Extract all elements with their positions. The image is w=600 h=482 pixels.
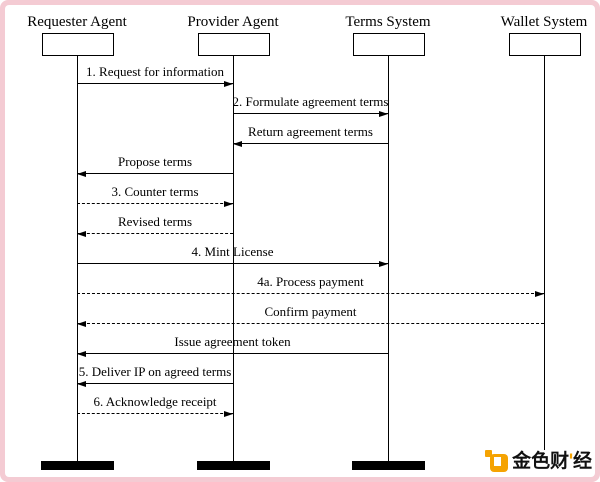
watermark: 金色财'经 [485,443,595,475]
sequence-diagram: 金色财'经 Requester Agent Provider Agent Ter… [5,5,595,477]
arrowhead-icon [535,290,544,297]
lifeline [543,56,545,450]
message-label: Propose terms [117,154,193,169]
arrowhead-icon [379,260,388,267]
actor-name: Provider Agent [187,14,279,30]
message-label: Return agreement terms [248,124,373,139]
watermark-accent-mark: ' [568,449,574,472]
message-label: 2. Formulate agreement terms [232,94,389,109]
arrowhead-icon [77,380,86,387]
message-line [233,143,388,144]
lifeline [76,56,78,461]
message-line [77,173,233,174]
actor-header-box [353,33,425,56]
message-label: 6. Acknowledge receipt [93,394,217,409]
arrowhead-icon [77,350,86,357]
arrowhead-icon [224,200,233,207]
actor-name: Terms System [345,14,431,30]
actor-header-box [509,33,581,56]
arrowhead-icon [77,320,86,327]
actor-header-box [42,33,114,56]
arrowhead-icon [379,110,388,117]
actor-name: Requester Agent [27,14,127,30]
watermark-text-left: 金色财 [512,449,570,472]
message-line [77,263,388,264]
message-line [77,293,544,294]
message-line [77,353,388,354]
actor-name: Wallet System [500,14,588,30]
message-line [77,233,233,234]
watermark-text-right: 经 [572,449,592,472]
message-line [77,323,544,324]
logo-notch [494,456,502,466]
lifeline [232,56,234,461]
message-label: Revised terms [117,214,193,229]
message-label: 4a. Process payment [257,274,364,289]
message-label: Confirm payment [264,304,357,319]
arrowhead-icon [224,410,233,417]
message-line [77,383,233,384]
message-label: Issue agreement token [174,334,291,349]
arrowhead-icon [77,230,86,237]
message-line [77,83,233,84]
message-label: 1. Request for information [86,64,224,79]
jinse-finance-logo-icon [485,446,509,473]
message-label: 4. Mint License [191,244,274,259]
actor-header-box [198,33,270,56]
lifeline-end-bar [40,461,114,470]
watermark-text: 金色财'经 [512,446,592,473]
message-label: 3. Counter terms [111,184,199,199]
arrowhead-icon [77,170,86,177]
message-label: 5. Deliver IP on agreed terms [78,364,232,379]
logo-dot [485,449,493,457]
lifeline [387,56,389,461]
arrowhead-icon [224,80,233,87]
lifeline-end-bar [196,461,270,470]
arrowhead-icon [233,140,242,147]
message-line [233,113,388,114]
lifeline-end-bar [351,461,425,470]
message-line [77,203,233,204]
message-line [77,413,233,414]
